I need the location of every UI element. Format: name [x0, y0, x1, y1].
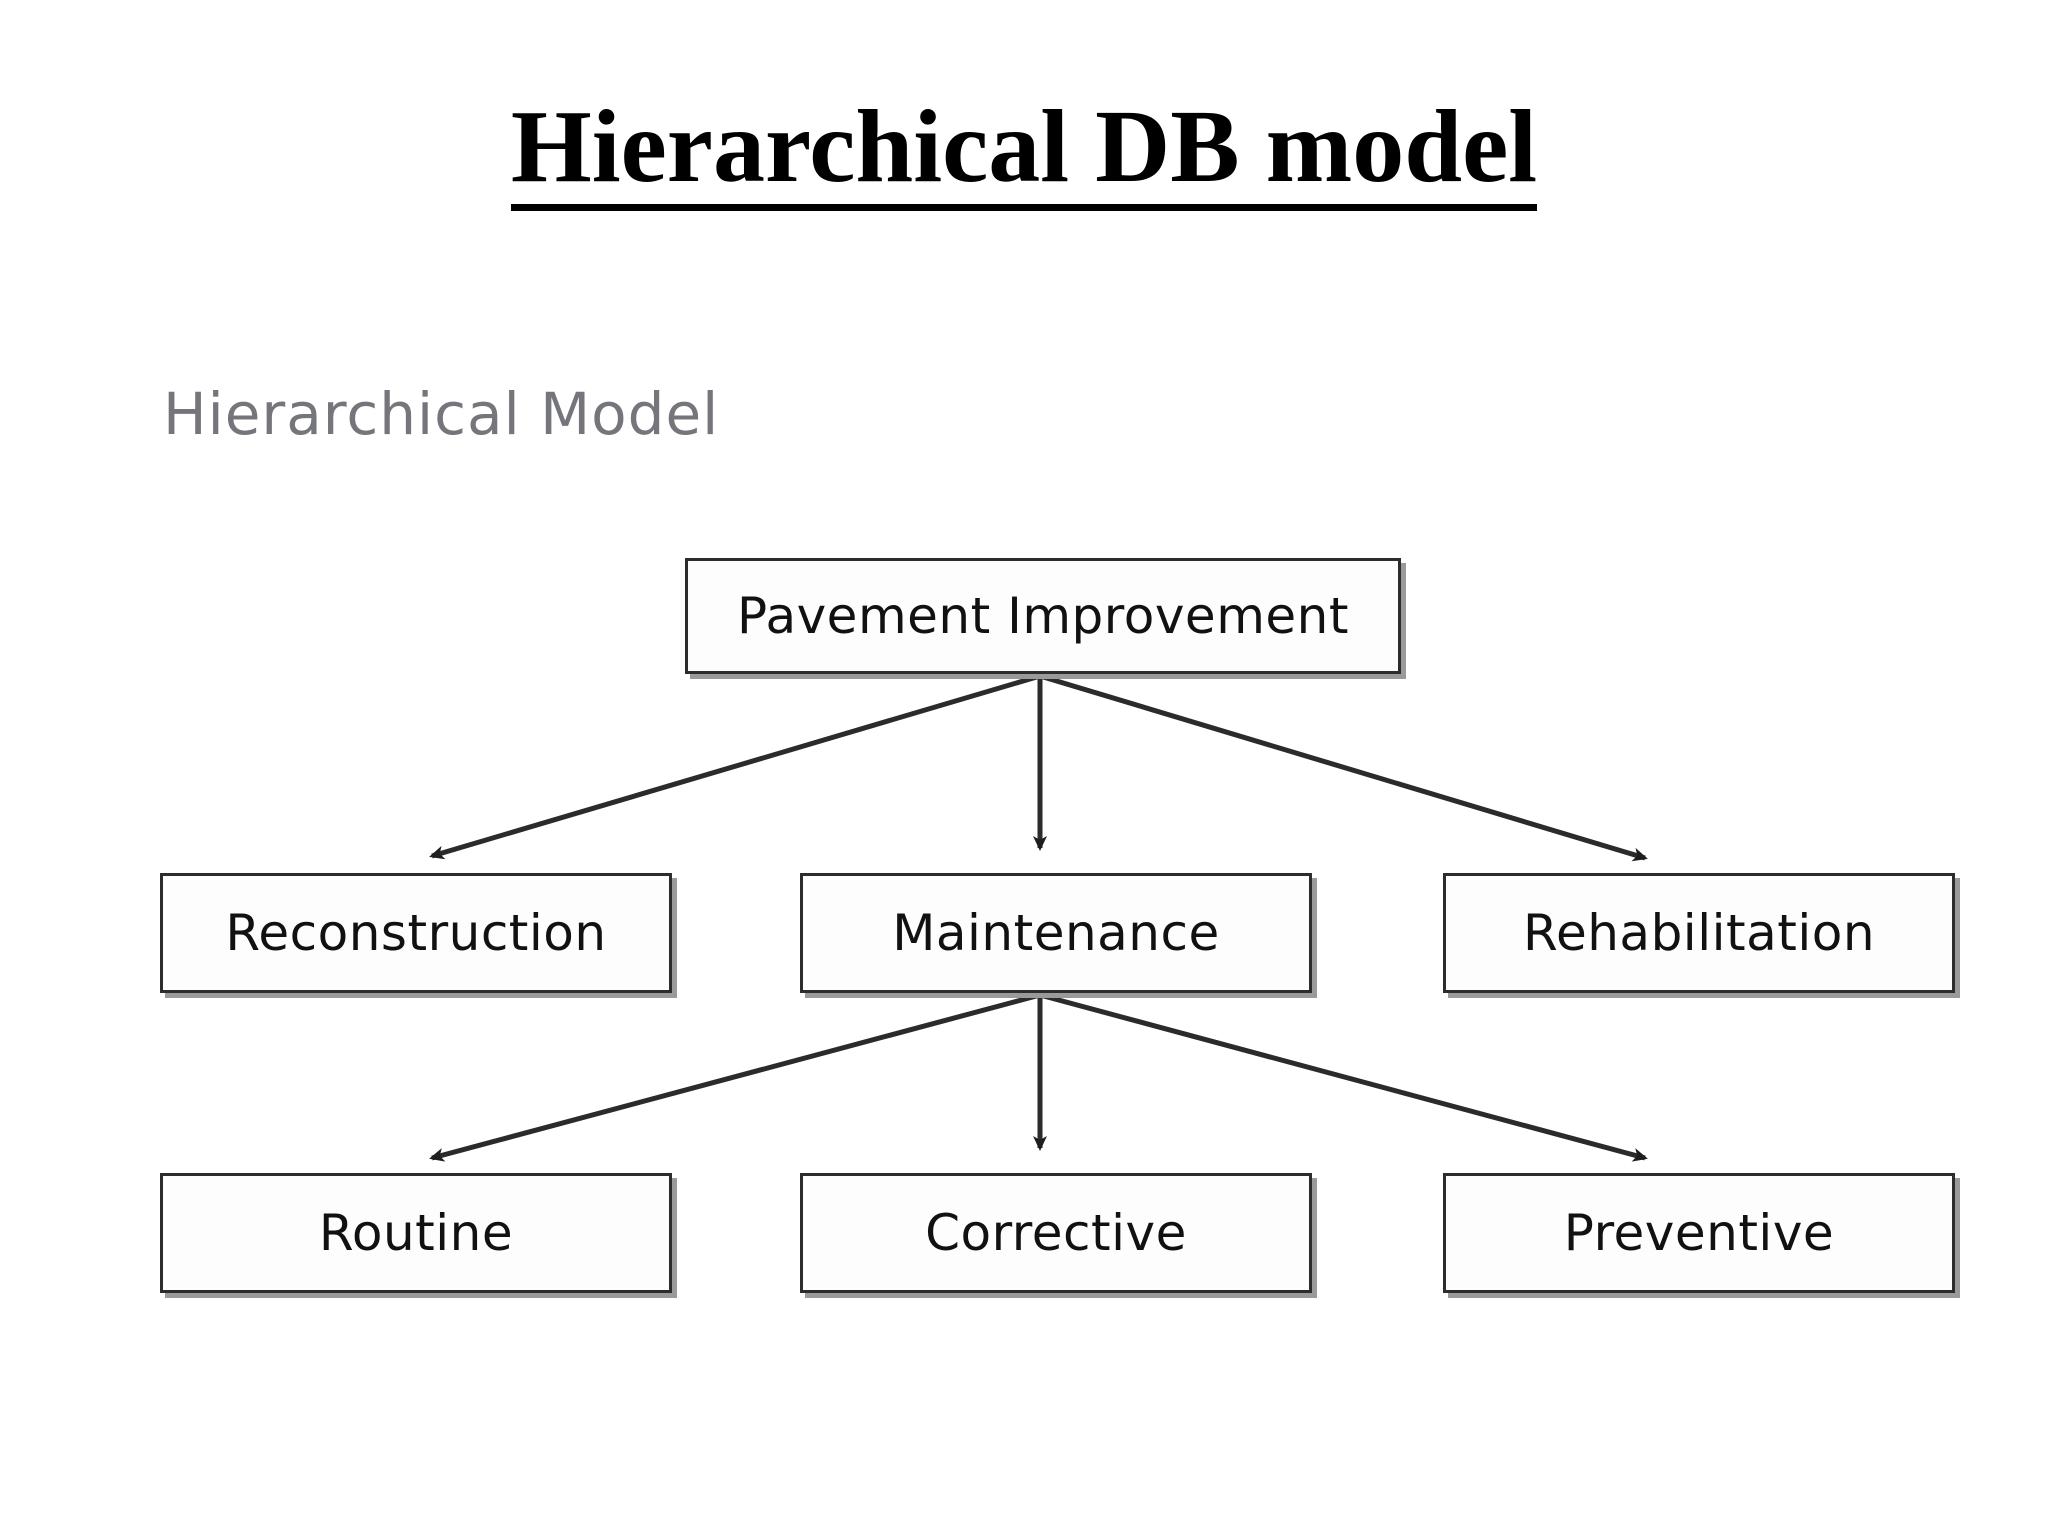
node-corrective[interactable]: Corrective — [800, 1173, 1312, 1293]
node-label: Routine — [318, 1204, 514, 1262]
node-label: Preventive — [1563, 1204, 1835, 1262]
edge-maintenance-to-routine — [429, 992, 1041, 1162]
node-rehabilitation[interactable]: Rehabilitation — [1443, 873, 1955, 993]
node-routine[interactable]: Routine — [160, 1173, 672, 1293]
figure-caption: Hierarchical Model — [163, 380, 720, 448]
hierarchical-model-figure: Hierarchical Model — [0, 340, 2048, 1400]
node-label: Reconstruction — [225, 904, 607, 962]
page-title-text: Hierarchical DB model — [510, 92, 1538, 211]
node-maintenance[interactable]: Maintenance — [800, 873, 1312, 993]
node-label: Pavement Improvement — [737, 587, 1349, 645]
node-preventive[interactable]: Preventive — [1443, 1173, 1955, 1293]
node-label: Rehabilitation — [1522, 904, 1876, 962]
node-label: Corrective — [925, 1204, 1187, 1262]
edge-root-to-rehabilitation — [1039, 673, 1648, 862]
node-reconstruction[interactable]: Reconstruction — [160, 873, 672, 993]
node-pavement-improvement[interactable]: Pavement Improvement — [685, 558, 1401, 674]
page-title: Hierarchical DB model — [0, 92, 2048, 211]
edge-root-to-reconstruction — [429, 673, 1041, 860]
edge-maintenance-to-preventive — [1039, 992, 1648, 1162]
node-label: Maintenance — [892, 904, 1220, 962]
